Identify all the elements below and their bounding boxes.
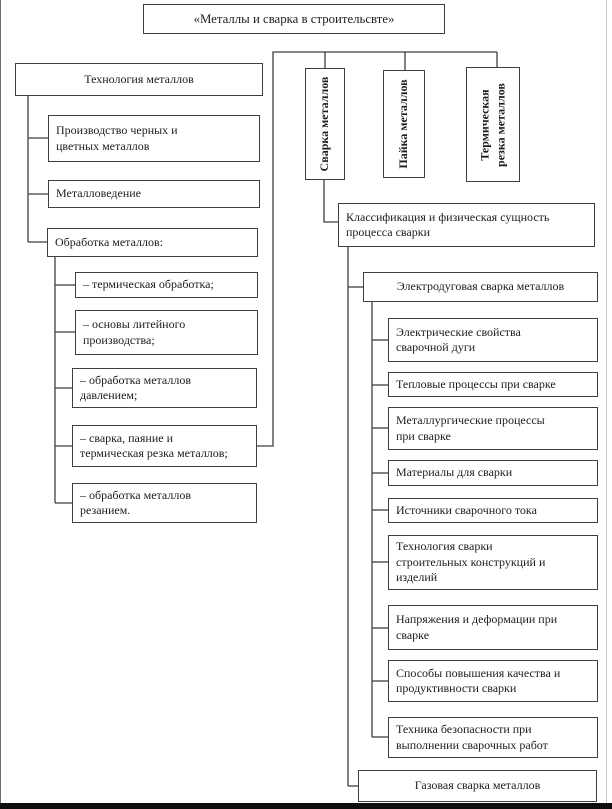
node-metals-technology: Технология металлов <box>15 63 263 96</box>
node-metal-welding: Сварка металлов <box>305 68 345 180</box>
node-label: Термическая резка металлов <box>477 82 507 167</box>
node-label: – обработка металлов резанием. <box>80 487 191 517</box>
node-thermal-treatment: – термическая обработка; <box>75 272 258 298</box>
node-arc-topic-thermal-processes: Тепловые процессы при сварке <box>388 372 598 397</box>
node-label: Газовая сварка металлов <box>414 778 541 793</box>
node-arc-topic-current-sources: Источники сварочного тока <box>388 498 598 523</box>
node-cutting-processing: – обработка металлов резанием. <box>72 483 257 523</box>
node-arc-topic-safety: Техника безопасности при выполнении свар… <box>388 717 598 758</box>
node-label: Материалы для сварки <box>396 465 513 480</box>
node-label: Способы повышения качества и продуктивно… <box>396 665 561 695</box>
node-title-label: «Металлы и сварка в строительсвте» <box>193 11 395 26</box>
node-label: – обработка металлов давлением; <box>80 372 191 402</box>
node-label: Классификация и физическая сущность проц… <box>346 209 550 239</box>
node-ferrous-nonferrous-production: Производство черных и цветных металлов <box>48 115 260 162</box>
node-label: Пайка металлов <box>396 79 411 169</box>
node-label: Производство черных и цветных металлов <box>56 123 178 153</box>
node-foundry-basics: – основы литейного производства; <box>75 310 258 355</box>
page-right-border <box>606 0 607 803</box>
node-thermal-cutting: Термическая резка металлов <box>466 67 520 182</box>
node-title: «Металлы и сварка в строительсвте» <box>143 4 445 34</box>
connector-welding-to-classification <box>323 180 338 223</box>
node-label: Тепловые процессы при сварке <box>396 376 556 391</box>
node-label: Металловедение <box>56 186 142 201</box>
node-label: Металлургические процессы при сварке <box>396 413 545 443</box>
node-arc-topic-electric-properties: Электрические свойства сварочной дуги <box>388 318 598 362</box>
node-arc-topic-quality-productivity: Способы повышения качества и продуктивно… <box>388 660 598 702</box>
node-label: – сварка, паяние и термическая резка мет… <box>80 430 228 460</box>
node-pressure-processing: – обработка металлов давлением; <box>72 368 257 408</box>
node-label: Сварка металлов <box>317 76 332 172</box>
node-arc-welding: Электродуговая сварка металлов <box>363 272 598 302</box>
node-label: Электродуговая сварка металлов <box>396 279 565 294</box>
node-label: – основы литейного производства; <box>83 317 186 347</box>
node-metals-technology-label: Технология металлов <box>84 71 194 86</box>
node-arc-topic-construction-welding: Технология сварки строительных конструкц… <box>388 535 598 590</box>
node-metal-soldering: Пайка металлов <box>383 70 425 178</box>
page-bottom-bar <box>0 803 612 809</box>
node-label: – термическая обработка; <box>83 277 214 292</box>
node-label: Техника безопасности при выполнении свар… <box>396 722 548 752</box>
node-arc-topic-metallurgical-processes: Металлургические процессы при сварке <box>388 407 598 450</box>
node-label: Напряжения и деформации при сварке <box>396 612 558 642</box>
node-label: Электрические свойства сварочной дуги <box>396 324 521 354</box>
node-metal-processing: Обработка металлов: <box>47 228 258 257</box>
node-arc-topic-welding-materials: Материалы для сварки <box>388 460 598 486</box>
node-welding-classification: Классификация и физическая сущность проц… <box>338 203 595 247</box>
node-arc-topic-stress-deformation: Напряжения и деформации при сварке <box>388 605 598 650</box>
node-metal-science: Металловедение <box>48 180 260 208</box>
node-gas-welding: Газовая сварка металлов <box>358 770 597 802</box>
page-left-border <box>0 0 1 803</box>
node-label: Технология сварки строительных конструкц… <box>396 539 546 585</box>
node-welding-soldering-cutting: – сварка, паяние и термическая резка мет… <box>72 425 257 467</box>
node-label: Обработка металлов: <box>55 234 163 249</box>
node-label: Источники сварочного тока <box>396 502 537 517</box>
